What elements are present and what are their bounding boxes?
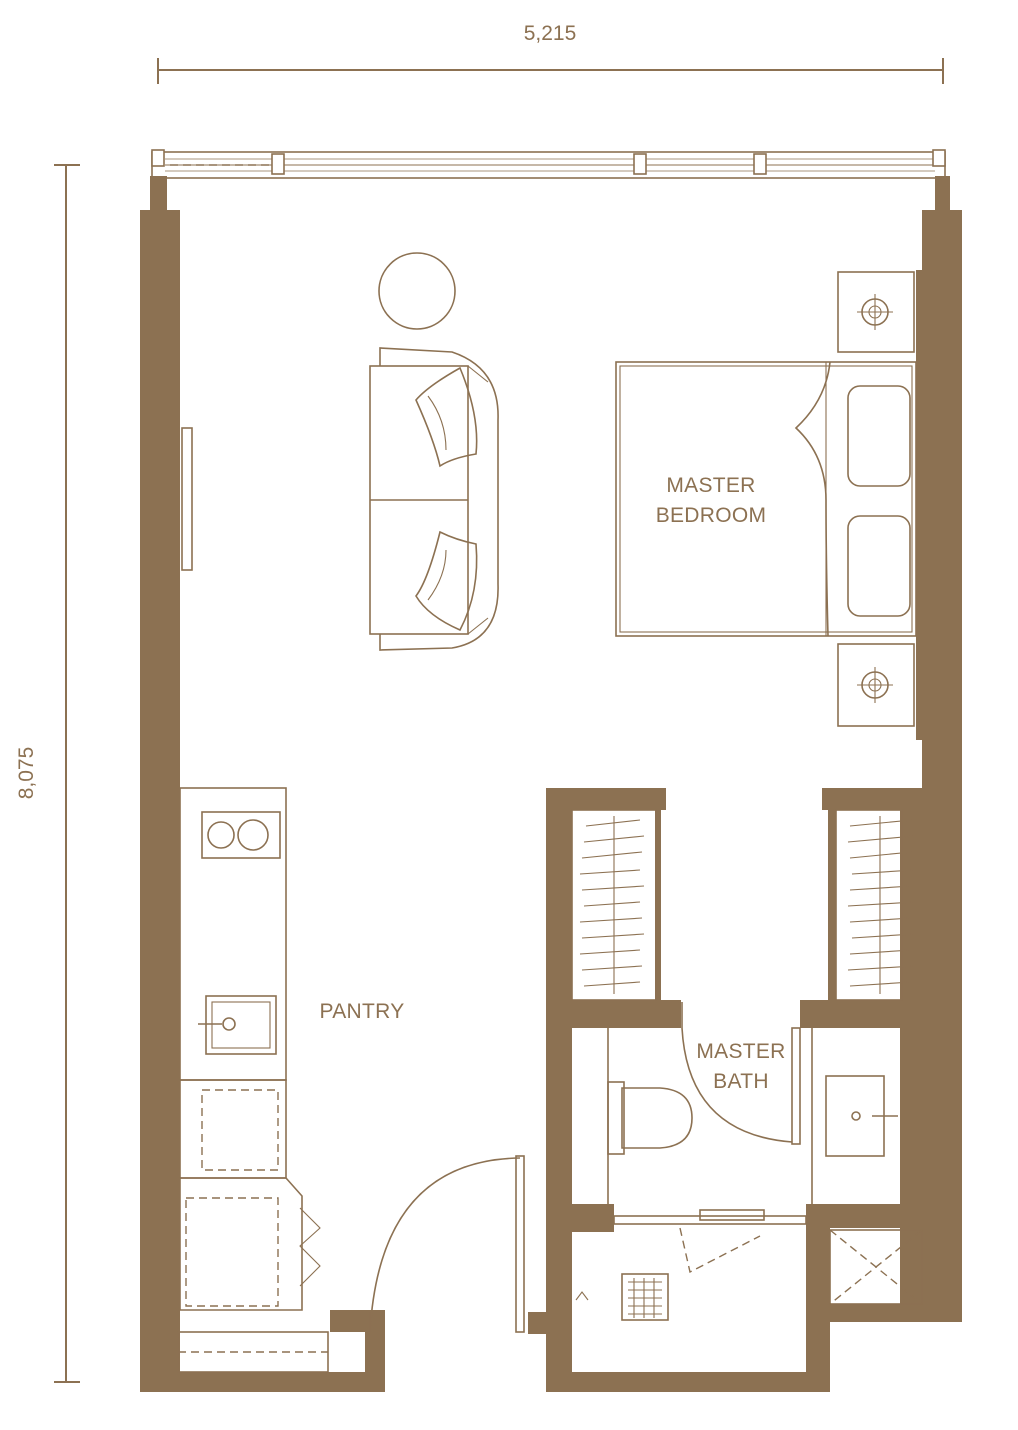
tv-unit [181,427,193,571]
fridge [179,1177,321,1311]
entry-door [369,1155,525,1333]
width-dimension-label: 5,215 [524,22,577,45]
bedroom-label-line1: MASTER [666,474,755,497]
pantry-label: PANTRY [319,1000,404,1023]
window [151,149,946,179]
toilet [607,1081,693,1155]
bath-label-line1: MASTER [696,1040,785,1063]
bedroom-label-line2: BEDROOM [656,504,767,527]
bath-partition [607,1028,813,1204]
wardrobe-left [571,809,657,1001]
walls [140,176,962,1392]
services-shaft [829,1229,923,1305]
bed [615,361,917,637]
appliance-space [179,1079,287,1179]
kitchen-sink [198,995,277,1055]
nightstand-top [837,271,915,353]
bath-label-line2: BATH [713,1070,769,1093]
shoe-cabinet [177,1331,329,1373]
bath-door [681,1002,801,1145]
depth-dimension: 8,075 [15,164,80,1383]
shower-enclosure [575,1209,807,1321]
width-dimension: 5,215 [157,22,944,84]
side-table [378,252,456,330]
depth-dimension-label: 8,075 [15,747,38,800]
vanity-basin [825,1075,898,1157]
nightstand-bottom [837,643,915,727]
wardrobe-right [835,809,915,1001]
sofa [369,347,499,651]
